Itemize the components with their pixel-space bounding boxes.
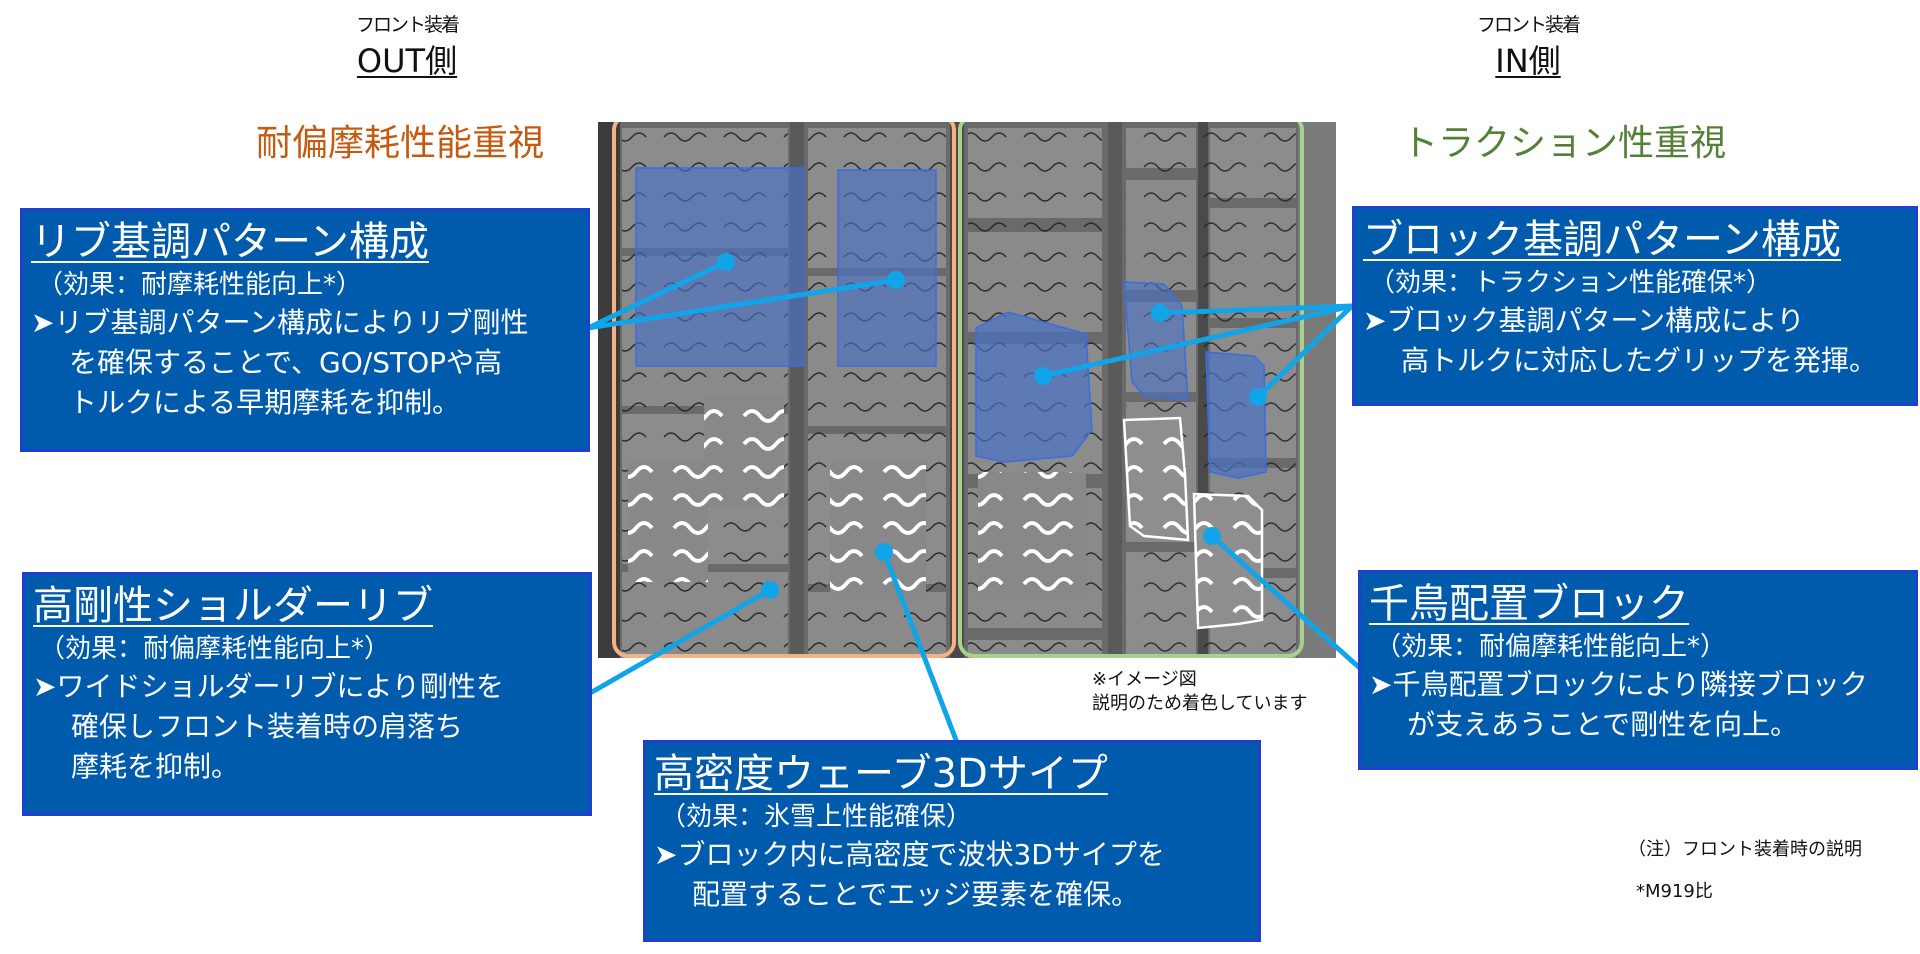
- card-body: ➤リブ基調パターン構成によりリブ剛性 を確保することで、GO/STOPや高 トル…: [31, 306, 529, 419]
- card-title: 高密度ウェーブ3Dサイプ: [654, 751, 1108, 797]
- bullet-arrow-icon: ➤: [654, 838, 678, 871]
- in-side-title: IN側: [1495, 42, 1561, 80]
- card-wave-sipe: 高密度ウェーブ3Dサイプ （効果：氷雪上性能確保） ➤ブロック内に高密度で波状3…: [643, 740, 1261, 942]
- wave-sipe-highlight: [628, 397, 1086, 602]
- card-effect: （効果：耐摩耗性能向上*）: [37, 270, 363, 300]
- card-staggered-block: 千鳥配置ブロック （効果：耐偏摩耗性能向上*） ➤千鳥配置ブロックにより隣接ブロ…: [1358, 570, 1918, 770]
- front-mount-note: （注）フロント装着時の説明: [1628, 839, 1862, 860]
- card-block-pattern: ブロック基調パターン構成 （効果：トラクション性能確保*） ➤ブロック基調パター…: [1352, 206, 1918, 406]
- bullet-arrow-icon: ➤: [33, 670, 57, 703]
- tire-tread-diagram: [598, 122, 1336, 658]
- card-effect: （効果：氷雪上性能確保）: [660, 802, 973, 832]
- card-title: リブ基調パターン構成: [31, 219, 429, 265]
- card-title: ブロック基調パターン構成: [1363, 217, 1841, 263]
- out-side-title: OUT側: [356, 42, 458, 80]
- card-body: ➤ブロック内に高密度で波状3Dサイプを 配置することでエッジ要素を確保。: [654, 838, 1165, 911]
- out-side-emphasis: 耐偏摩耗性能重視: [256, 123, 545, 164]
- card-effect: （効果：耐偏摩耗性能向上*）: [39, 634, 391, 664]
- in-side-sub-label: フロント装着: [1476, 14, 1581, 36]
- card-effect: （効果：耐偏摩耗性能向上*）: [1375, 632, 1727, 662]
- card-body: ➤ブロック基調パターン構成により 高トルクに対応したグリップを発揮。: [1363, 304, 1878, 377]
- card-effect: （効果：トラクション性能確保*）: [1369, 268, 1773, 298]
- bullet-arrow-icon: ➤: [1363, 304, 1387, 337]
- card-rib-pattern: リブ基調パターン構成 （効果：耐摩耗性能向上*） ➤リブ基調パターン構成によりリ…: [20, 208, 590, 452]
- in-side-emphasis: トラクション性重視: [1402, 123, 1727, 164]
- card-title: 高剛性ショルダーリブ: [33, 583, 433, 629]
- image-note: ※イメージ図 説明のため着色しています: [1092, 669, 1308, 714]
- comparison-note: *M919比: [1636, 881, 1713, 902]
- out-side-frame: [612, 122, 956, 658]
- card-body: ➤千鳥配置ブロックにより隣接ブロック が支えあうことで剛性を向上。: [1369, 668, 1868, 741]
- out-side-sub-label: フロント装着: [355, 14, 460, 36]
- card-title: 千鳥配置ブロック: [1369, 581, 1689, 627]
- card-shoulder-rib: 高剛性ショルダーリブ （効果：耐偏摩耗性能向上*） ➤ワイドショルダーリブにより…: [22, 572, 592, 816]
- bullet-arrow-icon: ➤: [1369, 668, 1393, 701]
- rib-pattern-highlight: [635, 167, 937, 367]
- card-body: ➤ワイドショルダーリブにより剛性を 確保しフロント装着時の肩落ち 摩耗を抑制。: [33, 670, 504, 783]
- bullet-arrow-icon: ➤: [31, 306, 55, 339]
